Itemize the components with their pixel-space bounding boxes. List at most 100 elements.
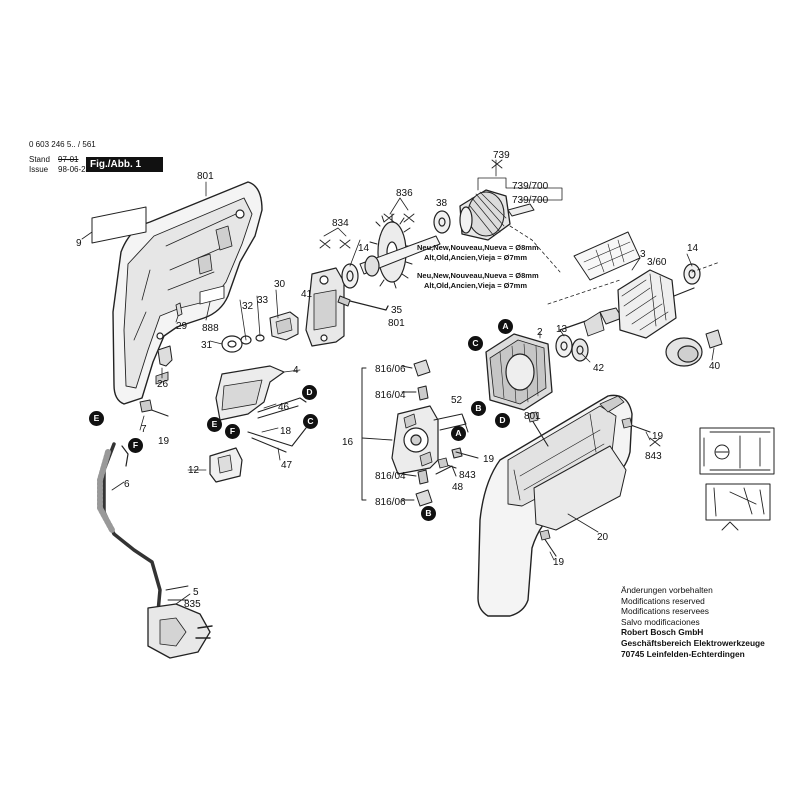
issue-label: Issue — [29, 165, 49, 174]
part-callout: 48 — [452, 482, 464, 493]
wire-connector-marker: A — [498, 319, 513, 334]
part-callout: 801 — [524, 411, 541, 422]
part-callout: 19 — [483, 454, 495, 465]
wire-connector-marker: E — [207, 417, 222, 432]
wire-connector-marker: B — [421, 506, 436, 521]
figure-label: Fig./Abb. 1 — [86, 157, 163, 172]
brush-816-06-top — [413, 359, 431, 377]
part-callout: 801 — [197, 171, 214, 182]
company-division: Geschäftsbereich Elektrowerkzeuge — [621, 637, 765, 648]
part-callout: 38 — [436, 198, 448, 209]
chuck-size-note: Alt,Old,Ancien,Vieja = Ø7mm — [424, 281, 528, 290]
rating-label-plate — [91, 206, 147, 244]
cap-40 — [705, 329, 723, 349]
wire-connector-marker: E — [89, 411, 104, 426]
housing-left-half — [112, 181, 263, 405]
chuck-key — [507, 203, 535, 217]
part-callout: 19 — [158, 436, 170, 447]
part-callout: 739 — [493, 150, 510, 161]
part-callout: 816/04 — [375, 390, 406, 401]
part-callout: 47 — [281, 460, 293, 471]
part-callout: 33 — [257, 295, 269, 306]
part-callout: 12 — [188, 465, 200, 476]
screw-29 — [175, 302, 183, 317]
stand-value: 97-01 — [58, 155, 79, 164]
chuck-size-note: Neu,New,Nouveau,Nueva = Ø8mm — [417, 243, 539, 252]
armature-3 — [559, 269, 695, 339]
notice-block: Änderungen vorbehalten Modifications res… — [621, 585, 765, 659]
part-callout: 16 — [342, 437, 354, 448]
part-callout: 41 — [301, 289, 313, 300]
part-callout: 816/06 — [375, 364, 406, 375]
power-cord-6 — [97, 442, 162, 614]
part-callout: 834 — [332, 218, 349, 229]
part-callout: 888 — [202, 323, 219, 334]
part-callout: 835 — [184, 599, 201, 610]
brush-816-06-bottom — [415, 489, 433, 507]
washer-31 — [221, 335, 243, 353]
part-callout: 801 — [388, 318, 405, 329]
part-callout: 26 — [157, 379, 169, 390]
part-callout: 4 — [293, 365, 299, 376]
warning-label — [199, 285, 225, 305]
part-callout: 836 — [396, 188, 413, 199]
part-callout: 32 — [242, 301, 254, 312]
company-address: 70745 Leinfelden-Echterdingen — [621, 648, 745, 659]
part-callout: 843 — [459, 470, 476, 481]
part-callout: 40 — [709, 361, 721, 372]
bearing-14 — [341, 263, 359, 289]
part-callout: 13 — [556, 324, 568, 335]
part-number: 0 603 246 5.. / 561 — [29, 140, 96, 149]
part-callout: 816/06 — [375, 497, 406, 508]
brush-816-04-bottom — [417, 469, 429, 485]
part-callout: 5 — [193, 587, 199, 598]
part-callout: 46 — [278, 402, 290, 413]
stand-label: Stand — [29, 155, 50, 164]
chuck-size-note: Alt,Old,Ancien,Vieja = Ø7mm — [424, 253, 528, 262]
armature-fan — [573, 231, 641, 281]
part-callout: 29 — [176, 321, 188, 332]
part-callout: 14 — [358, 243, 370, 254]
wire-connector-marker: C — [303, 414, 318, 429]
wire-connector-marker: D — [495, 413, 510, 428]
wiring-schematic — [699, 427, 775, 531]
wire-connector-marker: C — [468, 336, 483, 351]
wire-connector-marker: F — [225, 424, 240, 439]
mains-plug-835 — [147, 603, 213, 659]
part-callout: 7 — [141, 424, 147, 435]
chuck-size-note: Neu,New,Nouveau,Nueva = Ø8mm — [417, 271, 539, 280]
bearing-38 — [433, 210, 451, 234]
part-callout: 19 — [553, 557, 565, 568]
spring-46 — [257, 397, 307, 419]
company-name: Robert Bosch GmbH — [621, 627, 704, 638]
part-callout: 816/04 — [375, 471, 406, 482]
notice-line: Modifications reserved — [621, 595, 705, 606]
part-callout: 739/700 — [512, 195, 549, 206]
part-callout: 18 — [280, 426, 292, 437]
part-callout: 31 — [201, 340, 213, 351]
part-callout: 42 — [593, 363, 605, 374]
part-callout: 6 — [124, 479, 130, 490]
part-callout: 9 — [76, 238, 82, 249]
wire-connector-marker: D — [302, 385, 317, 400]
wire-connector-marker: A — [451, 426, 466, 441]
screw-19-bottom — [543, 537, 557, 557]
field-coil-2 — [485, 333, 553, 411]
wire-connector-marker: F — [128, 438, 143, 453]
part-callout: 30 — [274, 279, 286, 290]
brush-816-04-top — [417, 385, 429, 401]
part-callout: 3 — [640, 249, 646, 260]
screw-19-mid — [451, 447, 479, 459]
spindle-shaft — [359, 235, 441, 275]
screw-801-mid — [531, 419, 549, 447]
part-callout: 20 — [597, 532, 609, 543]
housing-right-half — [477, 394, 633, 617]
bearing-14-right — [683, 263, 701, 285]
part-callout: 14 — [687, 243, 699, 254]
part-callout: 3/60 — [647, 257, 667, 268]
issue-value: 98-06-24 — [58, 165, 91, 174]
part-callout: 739/700 — [512, 181, 549, 192]
part-callout: 843 — [645, 451, 662, 462]
